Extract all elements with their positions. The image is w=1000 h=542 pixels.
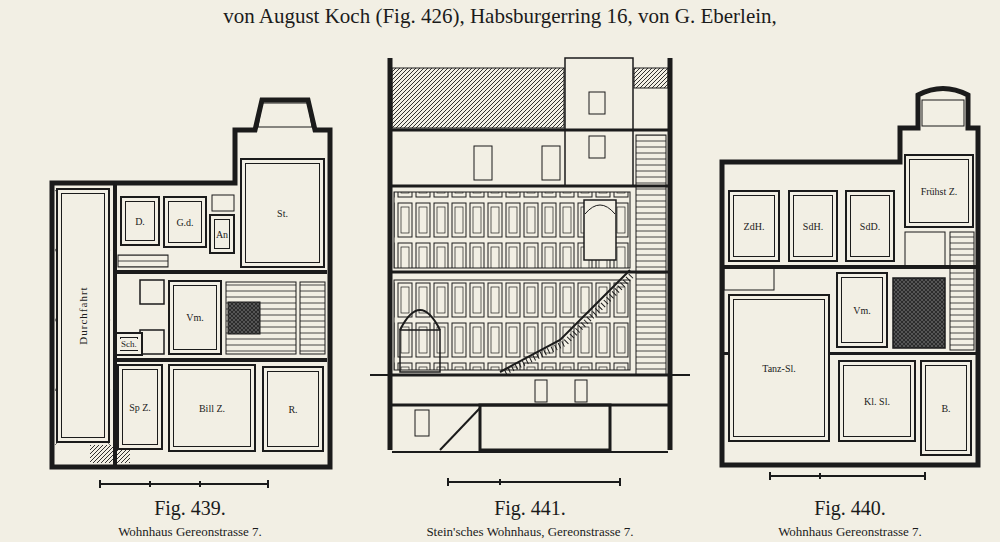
room-label: St. xyxy=(276,208,289,219)
room-box: Sp Z. xyxy=(117,364,163,450)
scale-bar xyxy=(770,472,925,480)
plan-439 xyxy=(300,282,325,354)
figure-caption: Wohnhaus Gereonstrasse 7. xyxy=(778,524,922,539)
figure-number: Fig. 440. xyxy=(814,497,886,519)
section-441 xyxy=(589,92,605,114)
plan-439 xyxy=(118,255,168,267)
room-label: R. xyxy=(287,404,298,415)
section-441 xyxy=(392,130,668,405)
section-441 xyxy=(390,58,670,450)
room-box: SdD. xyxy=(845,190,895,262)
section-441 xyxy=(634,68,668,88)
room-label: D. xyxy=(134,216,146,227)
section-441 xyxy=(392,68,564,128)
scale-bar xyxy=(100,480,268,488)
section-441 xyxy=(500,270,630,372)
room-box: Kl. Sl. xyxy=(838,360,916,442)
section-441 xyxy=(440,408,480,450)
room-label: SdH. xyxy=(802,221,824,232)
plan-439 xyxy=(52,100,330,467)
plan-439 xyxy=(52,100,330,467)
plan-439 xyxy=(140,280,164,304)
plan-439 xyxy=(226,282,296,354)
room-label: Bill Z. xyxy=(198,403,226,414)
room-label: Sp Z. xyxy=(128,402,152,413)
scale-bar xyxy=(100,472,925,488)
figure-number: Fig. 439. xyxy=(154,497,226,519)
figure-caption: Stein'sches Wohnhaus, Gereonstrasse 7. xyxy=(426,524,633,539)
room-box: D. xyxy=(120,196,160,246)
top-text: von August Koch (Fig. 426), Habsburgerri… xyxy=(223,5,777,28)
room-box: ZdH. xyxy=(728,190,780,262)
room-label: Vm. xyxy=(185,312,205,323)
room-label: ZdH. xyxy=(743,221,766,232)
section-441 xyxy=(535,380,547,402)
room-box: Frühst Z. xyxy=(904,154,974,228)
section-441 xyxy=(394,280,630,370)
section-441 xyxy=(589,136,605,158)
room-label: Tanz-Sl. xyxy=(761,363,796,374)
plan-440 xyxy=(724,268,774,290)
section-441 xyxy=(565,58,633,186)
room-box: Vm. xyxy=(836,272,888,348)
room-box: St. xyxy=(240,158,325,268)
room-label: Sch. xyxy=(120,339,138,350)
scale-bar xyxy=(448,478,620,486)
section-441 xyxy=(585,205,615,214)
plan-440 xyxy=(950,232,974,350)
room-label: SdD. xyxy=(859,221,881,232)
room-box: An xyxy=(209,214,235,254)
plan-440 xyxy=(722,89,978,466)
plan-440 xyxy=(922,100,964,126)
room-label: Kl. Sl. xyxy=(863,396,891,407)
section-441 xyxy=(505,274,633,372)
room-box: Sch. xyxy=(115,332,143,356)
room-box: Durchfahrt xyxy=(56,188,110,443)
plan-439 xyxy=(212,195,234,211)
plan-440 xyxy=(905,232,945,266)
plan-439 xyxy=(115,358,327,362)
section-441 xyxy=(575,380,587,402)
section-441 xyxy=(370,58,690,452)
section-441 xyxy=(480,405,610,450)
room-box: SdH. xyxy=(788,190,838,262)
room-box: Tanz-Sl. xyxy=(728,294,830,442)
plan-439 xyxy=(140,330,164,354)
section-441 xyxy=(394,192,630,268)
room-box: R. xyxy=(262,366,324,452)
section-441 xyxy=(370,374,690,376)
plan-439 xyxy=(228,302,260,334)
room-label: Vm. xyxy=(852,305,872,316)
plan-439 xyxy=(115,270,327,274)
room-label: B. xyxy=(940,403,951,414)
room-box: Bill Z. xyxy=(168,364,256,452)
section-441 xyxy=(392,451,668,453)
room-label: G.d. xyxy=(175,217,194,228)
section-441 xyxy=(400,330,440,372)
plan-440 xyxy=(893,278,945,348)
plan-440 xyxy=(722,89,978,466)
section-441 xyxy=(400,310,440,330)
section-441 xyxy=(636,135,666,375)
room-box: G.d. xyxy=(163,196,207,248)
section-441 xyxy=(542,146,560,180)
section-441 xyxy=(474,146,492,180)
room-label: Durchfahrt xyxy=(78,285,89,345)
figure-number: Fig. 441. xyxy=(494,497,566,519)
room-label: An xyxy=(215,229,229,240)
room-box: Vm. xyxy=(168,280,222,355)
figure-caption: Wohnhaus Gereonstrasse 7. xyxy=(118,524,262,539)
room-label: Frühst Z. xyxy=(920,186,959,197)
plan-439 xyxy=(258,103,312,127)
section-441 xyxy=(415,410,429,436)
section-441 xyxy=(584,200,616,260)
room-box: B. xyxy=(920,360,972,456)
